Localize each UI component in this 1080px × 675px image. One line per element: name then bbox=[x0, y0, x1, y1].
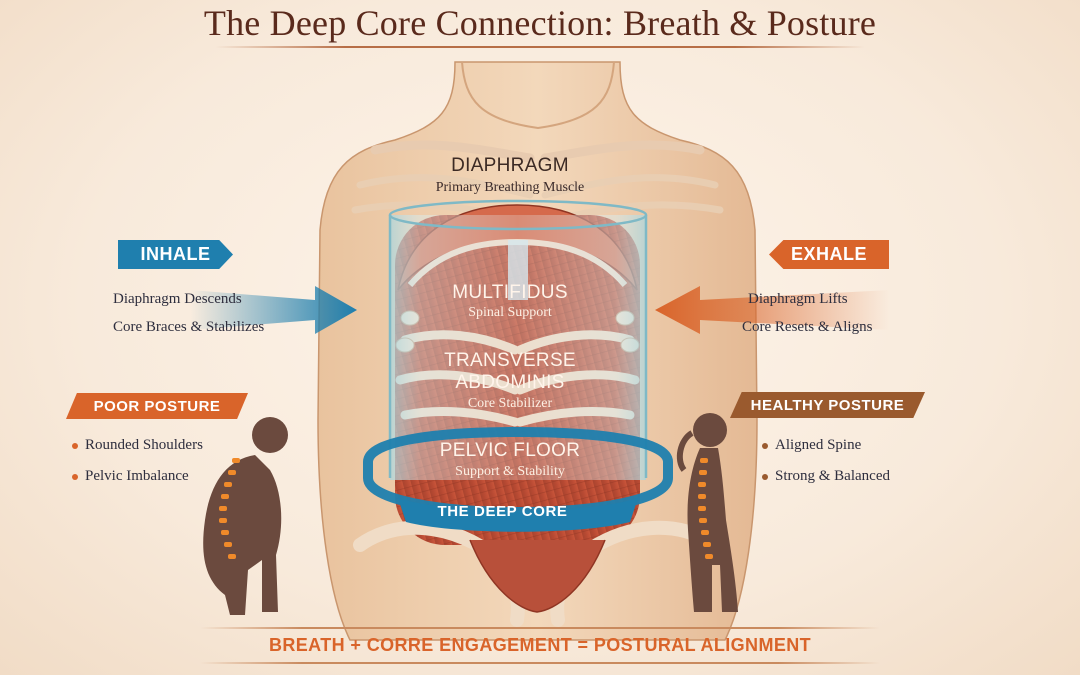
bottom-banner: BREATH + CORRE ENGAGEMENT = POSTURAL ALI… bbox=[268, 635, 812, 655]
exhale-line-2: Core Resets & Aligns bbox=[742, 319, 873, 335]
healthy-posture-item-text: Aligned Spine bbox=[775, 437, 862, 453]
exhale-line-1: Diaphragm Lifts bbox=[748, 291, 848, 307]
pelvic-floor-role: Support & Stability bbox=[455, 464, 565, 479]
pelvic-floor-label: PELVIC FLOOR bbox=[439, 440, 581, 461]
transverse-label: TRANSVERSE bbox=[444, 350, 576, 371]
poor-posture-item-text: Rounded Shoulders bbox=[85, 437, 203, 453]
page-title: The Deep Core Connection: Breath & Postu… bbox=[203, 3, 877, 43]
poor-posture-item: Pelvic Imbalance bbox=[72, 468, 189, 485]
bullet-dot-icon bbox=[72, 473, 78, 480]
bullet-dot-icon bbox=[762, 473, 768, 480]
diaphragm-role: Primary Breathing Muscle bbox=[435, 180, 585, 195]
transverse-role: Core Stabilizer bbox=[467, 396, 553, 411]
multifidus-label: MULTIFIDUS bbox=[452, 282, 568, 303]
banner-rule-bottom bbox=[200, 662, 880, 664]
healthy-posture-figure-icon bbox=[676, 413, 738, 612]
exhale-tag: EXHALE bbox=[769, 240, 889, 269]
healthy-posture-tag: HEALTHY POSTURE bbox=[730, 392, 925, 418]
inhale-line-2: Core Braces & Stabilizes bbox=[113, 319, 265, 335]
bullet-dot-icon bbox=[762, 442, 768, 449]
banner-rule-top bbox=[200, 627, 880, 629]
title-divider bbox=[215, 46, 865, 48]
inhale-tag: INHALE bbox=[118, 240, 233, 269]
poor-posture-figure-icon bbox=[203, 417, 288, 615]
poor-posture-tag: POOR POSTURE bbox=[66, 393, 248, 419]
healthy-posture-item-text: Strong & Balanced bbox=[775, 468, 890, 484]
multifidus-role: Spinal Support bbox=[468, 305, 552, 320]
poor-posture-item-text: Pelvic Imbalance bbox=[85, 468, 189, 484]
abdominis-label: ABDOMINIS bbox=[455, 372, 565, 393]
bullet-dot-icon bbox=[72, 442, 78, 449]
inhale-line-1: Diaphragm Descends bbox=[113, 291, 242, 307]
healthy-posture-item: Strong & Balanced bbox=[762, 468, 890, 485]
healthy-posture-item: Aligned Spine bbox=[762, 437, 861, 454]
poor-posture-item: Rounded Shoulders bbox=[72, 437, 203, 454]
deep-core-label: THE DEEP CORE bbox=[437, 503, 568, 520]
diaphragm-label: DIAPHRAGM bbox=[451, 155, 569, 176]
